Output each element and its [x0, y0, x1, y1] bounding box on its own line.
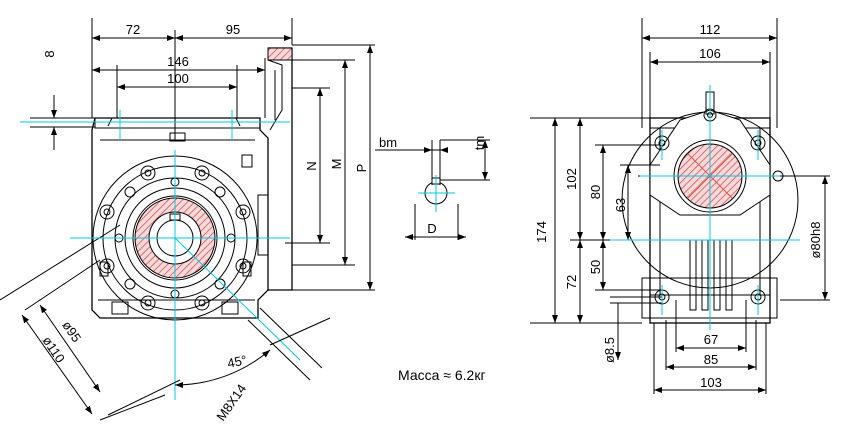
dim-72: 72 [126, 22, 140, 37]
dim-67: 67 [704, 332, 718, 347]
dim-174: 174 [534, 221, 549, 243]
dim-phi8-5: ø8.5 [602, 337, 617, 363]
keyway-detail [375, 139, 490, 240]
dim-100: 100 [167, 71, 189, 86]
dim-95: 95 [226, 22, 240, 37]
dim-50: 50 [588, 260, 603, 274]
dim-72-right: 72 [564, 275, 579, 289]
dim-106: 106 [699, 46, 721, 61]
dim-103: 103 [700, 375, 722, 390]
dim-phi95: ø95 [59, 318, 84, 345]
dim-P: P [354, 164, 369, 173]
dim-D: D [427, 221, 436, 236]
dim-phi80h8: ø80h8 [808, 222, 823, 259]
mass-label: Масса ≈ 6.2кг [398, 367, 486, 383]
dim-N: N [304, 161, 319, 170]
dim-thread: M8X14 [213, 381, 249, 423]
dim-phi110: ø110 [39, 333, 67, 365]
dim-85: 85 [704, 352, 718, 367]
dim-112: 112 [700, 22, 721, 37]
dim-102: 102 [564, 168, 579, 190]
right-view [530, 18, 830, 394]
dim-63: 63 [613, 198, 628, 212]
right-centerlines [610, 85, 800, 330]
dim-M: M [329, 159, 344, 170]
dim-80: 80 [588, 185, 603, 199]
dim-tm: tm [472, 136, 487, 150]
dim-45-angle: 45° [226, 352, 248, 371]
bolt-holes [99, 165, 251, 311]
dim-bm: bm [379, 135, 397, 150]
left-centerlines [20, 110, 290, 330]
dim-146: 146 [167, 54, 189, 69]
dim-8: 8 [42, 50, 57, 57]
